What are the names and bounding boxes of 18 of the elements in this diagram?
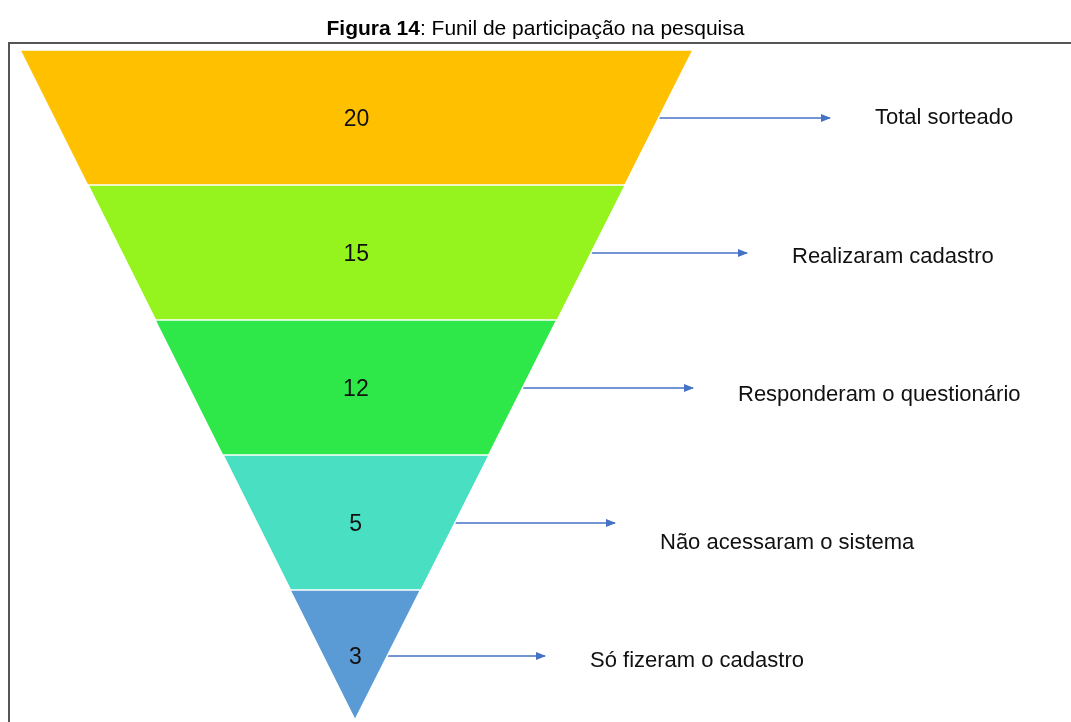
arrow bbox=[658, 114, 831, 122]
funnel-segment bbox=[20, 50, 693, 185]
count-value: 20 bbox=[342, 105, 371, 131]
funnel-segment bbox=[87, 185, 625, 320]
arrow bbox=[386, 652, 546, 660]
stage-label: Realizaram cadastro bbox=[792, 243, 994, 269]
count-value: 12 bbox=[342, 375, 370, 401]
funnel-segment bbox=[290, 590, 421, 720]
stage-label: Total sorteado bbox=[875, 104, 1014, 130]
stage-label: Não acessaram o sistema bbox=[660, 529, 915, 555]
figure-title: Figura 14: Funil de participação na pesquisa bbox=[325, 16, 746, 40]
stage-label: Só fizeram o cadastro bbox=[590, 647, 804, 673]
count-value: 5 bbox=[348, 510, 363, 536]
funnel-segment bbox=[155, 320, 557, 455]
count-value: 15 bbox=[342, 240, 370, 266]
count-value: 3 bbox=[347, 643, 363, 669]
stage-label: Responderam o questionário bbox=[738, 381, 1021, 407]
funnel-segment bbox=[222, 455, 489, 590]
